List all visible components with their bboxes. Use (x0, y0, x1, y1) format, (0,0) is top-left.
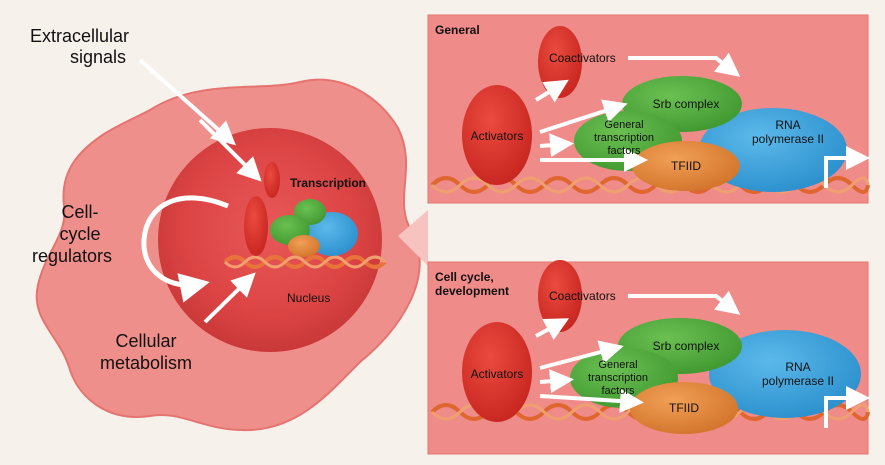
general-srb-label: Srb complex (653, 97, 720, 111)
label-extracellular: Extracellular (30, 26, 129, 46)
label-cell: Cell- (61, 202, 98, 222)
general-gtf-label-3: factors (607, 145, 641, 157)
general-gtf-label-1: General (604, 119, 643, 131)
cycle-gtf-label-1: General (598, 359, 637, 371)
cycle-rna-label-2: polymerase II (762, 374, 834, 388)
nucleus-activator (244, 196, 268, 256)
label-regulators: regulators (32, 246, 112, 266)
panel-general-title: General (435, 23, 480, 37)
label-metabolism: metabolism (100, 353, 192, 373)
cycle-rna-label-1: RNA (785, 360, 810, 374)
general-tfiid-label: TFIID (671, 159, 701, 173)
cycle-gtf-label-3: factors (601, 385, 635, 397)
label-cellular: Cellular (115, 331, 176, 351)
label-cycle: cycle (59, 224, 100, 244)
nucleus-activator-small (264, 162, 280, 198)
cycle-gtf-label-2: transcription (588, 372, 648, 384)
general-rna-label-2: polymerase II (752, 132, 824, 146)
label-signals: signals (70, 47, 126, 67)
panel-cycle-title-2: development (435, 284, 509, 298)
general-activators-label: Activators (471, 129, 524, 143)
label-nucleus: Nucleus (287, 291, 330, 305)
cycle-tfiid-label: TFIID (669, 401, 699, 415)
general-rna-label-1: RNA (775, 118, 800, 132)
nucleus-tfiid (288, 235, 320, 257)
panel-cycle-title-1: Cell cycle, (435, 270, 494, 284)
cycle-activators-label: Activators (471, 367, 524, 381)
general-gtf-label-2: transcription (594, 132, 654, 144)
general-coactivators-label: Coactivators (549, 51, 616, 65)
cycle-srb-label: Srb complex (653, 339, 720, 353)
panel-general (428, 15, 868, 203)
cycle-coactivators-label: Coactivators (549, 289, 616, 303)
label-transcription: Transcription (290, 176, 366, 190)
